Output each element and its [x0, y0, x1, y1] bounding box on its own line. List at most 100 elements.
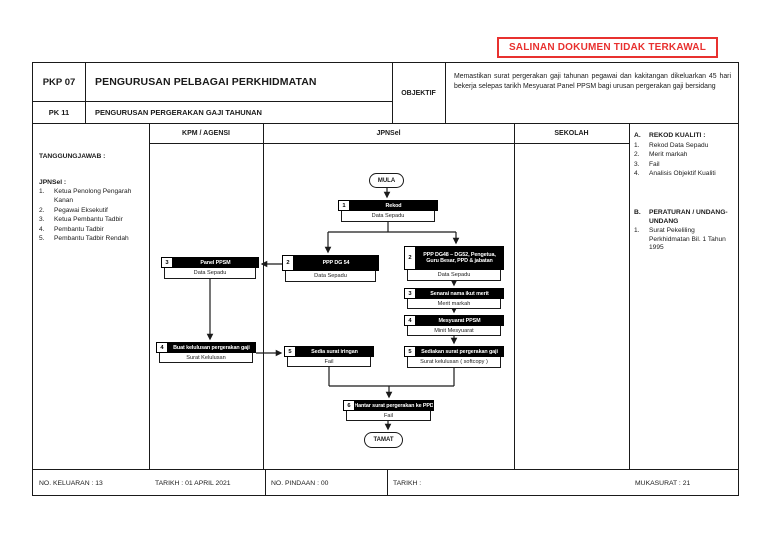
section-title: PERATURAN / UNDANG-UNDANG: [649, 208, 728, 225]
footer-tarikh-pindaan: TARIKH :: [393, 480, 422, 487]
list-item: 2. Merit markah: [634, 151, 736, 160]
quality-records-column: A. REKOD KUALITI : 1. Rekod Data Sepadu …: [629, 123, 740, 469]
item-text: Surat Pekeliling Perkhidmatan Bil. 1 Tah…: [649, 227, 726, 252]
step-title: Hantar surat pergerakan ke PPD: [355, 402, 433, 409]
step-record: Data Sepadu: [407, 270, 501, 281]
flow-step-rekod: 1 Rekod Data Sepadu: [338, 200, 438, 222]
document-frame: PKP 07 PENGURUSAN PELBAGAI PERKHIDMATAN …: [32, 62, 739, 496]
objective-label: OBJEKTIF: [401, 89, 436, 97]
list-item: 3. Ketua Pembantu Tadbir: [39, 216, 144, 225]
step-number: 5: [285, 347, 296, 356]
footer-no-keluaran: NO. KELUARAN : 13: [39, 480, 103, 487]
lane-kpm-agensi: KPM / AGENSI: [182, 129, 230, 137]
step-title: Sediakan surat pergerakan gaji: [421, 348, 498, 355]
divider: [629, 123, 630, 469]
item-text: Pembantu Tadbir: [54, 225, 104, 233]
step-number: 2: [405, 247, 416, 269]
doc-title: PENGURUSAN PELBAGAI PERKHIDMATAN: [95, 76, 317, 88]
section-a-heading: A. REKOD KUALITI :: [634, 132, 736, 141]
step-title: Sedia surat iringan: [311, 348, 358, 355]
section-b-heading: B. PERATURAN / UNDANG-UNDANG: [634, 209, 736, 226]
list-item: 1. Ketua Penolong Pengarah Kanan: [39, 188, 144, 205]
flow-step-mesyuarat-ppsm: 4 Mesyuarat PPSM Minit Mesyuarat: [404, 315, 504, 336]
flow-step-ppp-dg54: 2 PPP DG 54 Data Sepadu: [282, 255, 379, 282]
divider: [263, 123, 264, 469]
step-number: 5: [405, 347, 416, 356]
divider: [149, 123, 150, 469]
divider: [387, 469, 388, 496]
flow-end-terminator: TAMAT: [364, 432, 403, 448]
lane-sekolah: SEKOLAH: [554, 129, 589, 137]
lane-jpnsel: JPNSel: [376, 129, 401, 137]
footer-empty-cell: [514, 470, 629, 497]
item-number: 2.: [634, 151, 640, 159]
item-number: 2.: [39, 206, 45, 214]
step-title: PPP DG 54: [322, 260, 350, 266]
section-letter: A.: [634, 132, 641, 139]
step-record: Data Sepadu: [164, 268, 256, 279]
item-text: Pegawai Eksekutif: [54, 206, 108, 214]
flow-step-hantar-surat: 6 Hantar surat pergerakan ke PPD Fail: [343, 400, 434, 421]
section-letter: B.: [634, 208, 641, 216]
item-number: 1.: [39, 188, 45, 196]
divider: [33, 123, 738, 124]
step-number: 3: [162, 258, 173, 267]
step-number: 3: [405, 289, 416, 298]
list-item: 4. Pembantu Tadbir: [39, 226, 144, 235]
footer-mukasurat: MUKASURAT : 21: [635, 480, 691, 487]
footer-no-pindaan: NO. PINDAAN : 00: [271, 480, 329, 487]
responsibility-group: JPNSel :: [39, 178, 67, 186]
flow-step-panel-ppsm: 3 Panel PPSM Data Sepadu: [161, 257, 259, 279]
list-item: 5. Pembantu Tadbir Rendah: [39, 235, 144, 244]
step-title: Senarai nama ikut merit: [430, 290, 489, 297]
flow-start-terminator: MULA: [369, 173, 404, 188]
item-number: 4.: [39, 225, 45, 233]
divider: [392, 63, 393, 123]
divider: [33, 101, 392, 102]
section-title: REKOD KUALITI :: [649, 132, 706, 139]
divider: [514, 123, 515, 469]
item-number: 4.: [634, 170, 640, 178]
divider: [33, 469, 738, 470]
step-number: 4: [157, 343, 168, 352]
list-item: 4. Analisis Objektif Kualiti: [634, 170, 736, 179]
flow-step-senarai-merit: 3 Senarai nama ikut merit Merit markah: [404, 288, 504, 309]
item-text: Ketua Pembantu Tadbir: [54, 216, 123, 224]
step-record: Fail: [287, 357, 371, 367]
flow-step-buat-kelulusan: 4 Buat kelulusan pergerakan gaji Surat K…: [156, 342, 256, 363]
flow-connectors: [206, 188, 460, 431]
list-item: 3. Fail: [634, 161, 736, 170]
step-number: 4: [405, 316, 416, 325]
divider: [265, 469, 266, 496]
step-record: Data Sepadu: [285, 271, 376, 282]
item-text: Analisis Objektif Kualiti: [649, 170, 716, 178]
doc-code: PKP 07: [42, 76, 76, 88]
procedure-title: PENGURUSAN PERGERAKAN GAJI TAHUNAN: [95, 107, 262, 117]
item-text: Pembantu Tadbir Rendah: [54, 235, 129, 243]
flow-step-sedia-surat-iringan: 5 Sedia surat iringan Fail: [284, 346, 374, 367]
step-record: Surat kelulusan ( softcopy ): [407, 357, 501, 368]
step-title: Buat kelulusan pergerakan gaji: [173, 344, 250, 351]
responsibility-column: TANGGUNGJAWAB : JPNSel : 1. Ketua Penolo…: [33, 143, 149, 469]
item-text: Merit markah: [649, 151, 688, 159]
divider: [85, 63, 86, 123]
step-title: PPP DG48 – DG52, Pengetua, Guru Besar, P…: [423, 251, 496, 264]
step-record: Merit markah: [407, 299, 501, 309]
list-item: 1. Rekod Data Sepadu: [634, 142, 736, 151]
step-number: 1: [339, 201, 350, 210]
item-text: Rekod Data Sepadu: [649, 141, 709, 149]
flow-step-sediakan-surat: 5 Sediakan surat pergerakan gaji Surat k…: [404, 346, 504, 368]
item-text: Ketua Penolong Pengarah Kanan: [54, 188, 132, 204]
responsibility-heading: TANGGUNGJAWAB :: [39, 153, 106, 160]
step-title: Panel PPSM: [200, 259, 231, 266]
step-number: 2: [283, 256, 294, 270]
divider: [445, 63, 446, 123]
item-number: 1.: [634, 141, 640, 149]
step-number: 6: [344, 401, 355, 410]
flow-step-ppp-dg48-dg52: 2 PPP DG48 – DG52, Pengetua, Guru Besar,…: [404, 246, 504, 281]
divider: [149, 143, 629, 144]
item-text: Fail: [649, 160, 660, 168]
item-number: 3.: [634, 160, 640, 168]
uncontrolled-copy-stamp: SALINAN DOKUMEN TIDAK TERKAWAL: [497, 37, 718, 58]
